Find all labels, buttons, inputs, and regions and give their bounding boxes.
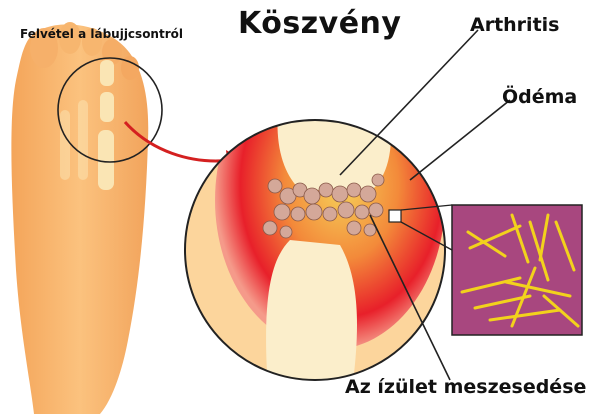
- focus-circle: [57, 57, 163, 163]
- arthritis-leader: [339, 29, 479, 176]
- label-arthritis: Arthritis: [470, 14, 560, 36]
- magnified-joint: [184, 119, 446, 381]
- label-edema: Ödéma: [502, 86, 578, 108]
- edema-leader: [409, 99, 511, 181]
- crystal-zoom: [451, 204, 583, 336]
- page-title: Köszvény: [238, 6, 402, 41]
- foot: [11, 22, 163, 414]
- calcification-leader: [369, 214, 451, 381]
- label-calcification: Az ízület meszesedése: [345, 376, 587, 398]
- leader-lines: [339, 29, 511, 381]
- image-subtitle: Felvétel a lábujjcsontról: [20, 27, 183, 41]
- zoom-connectors: [400, 204, 453, 251]
